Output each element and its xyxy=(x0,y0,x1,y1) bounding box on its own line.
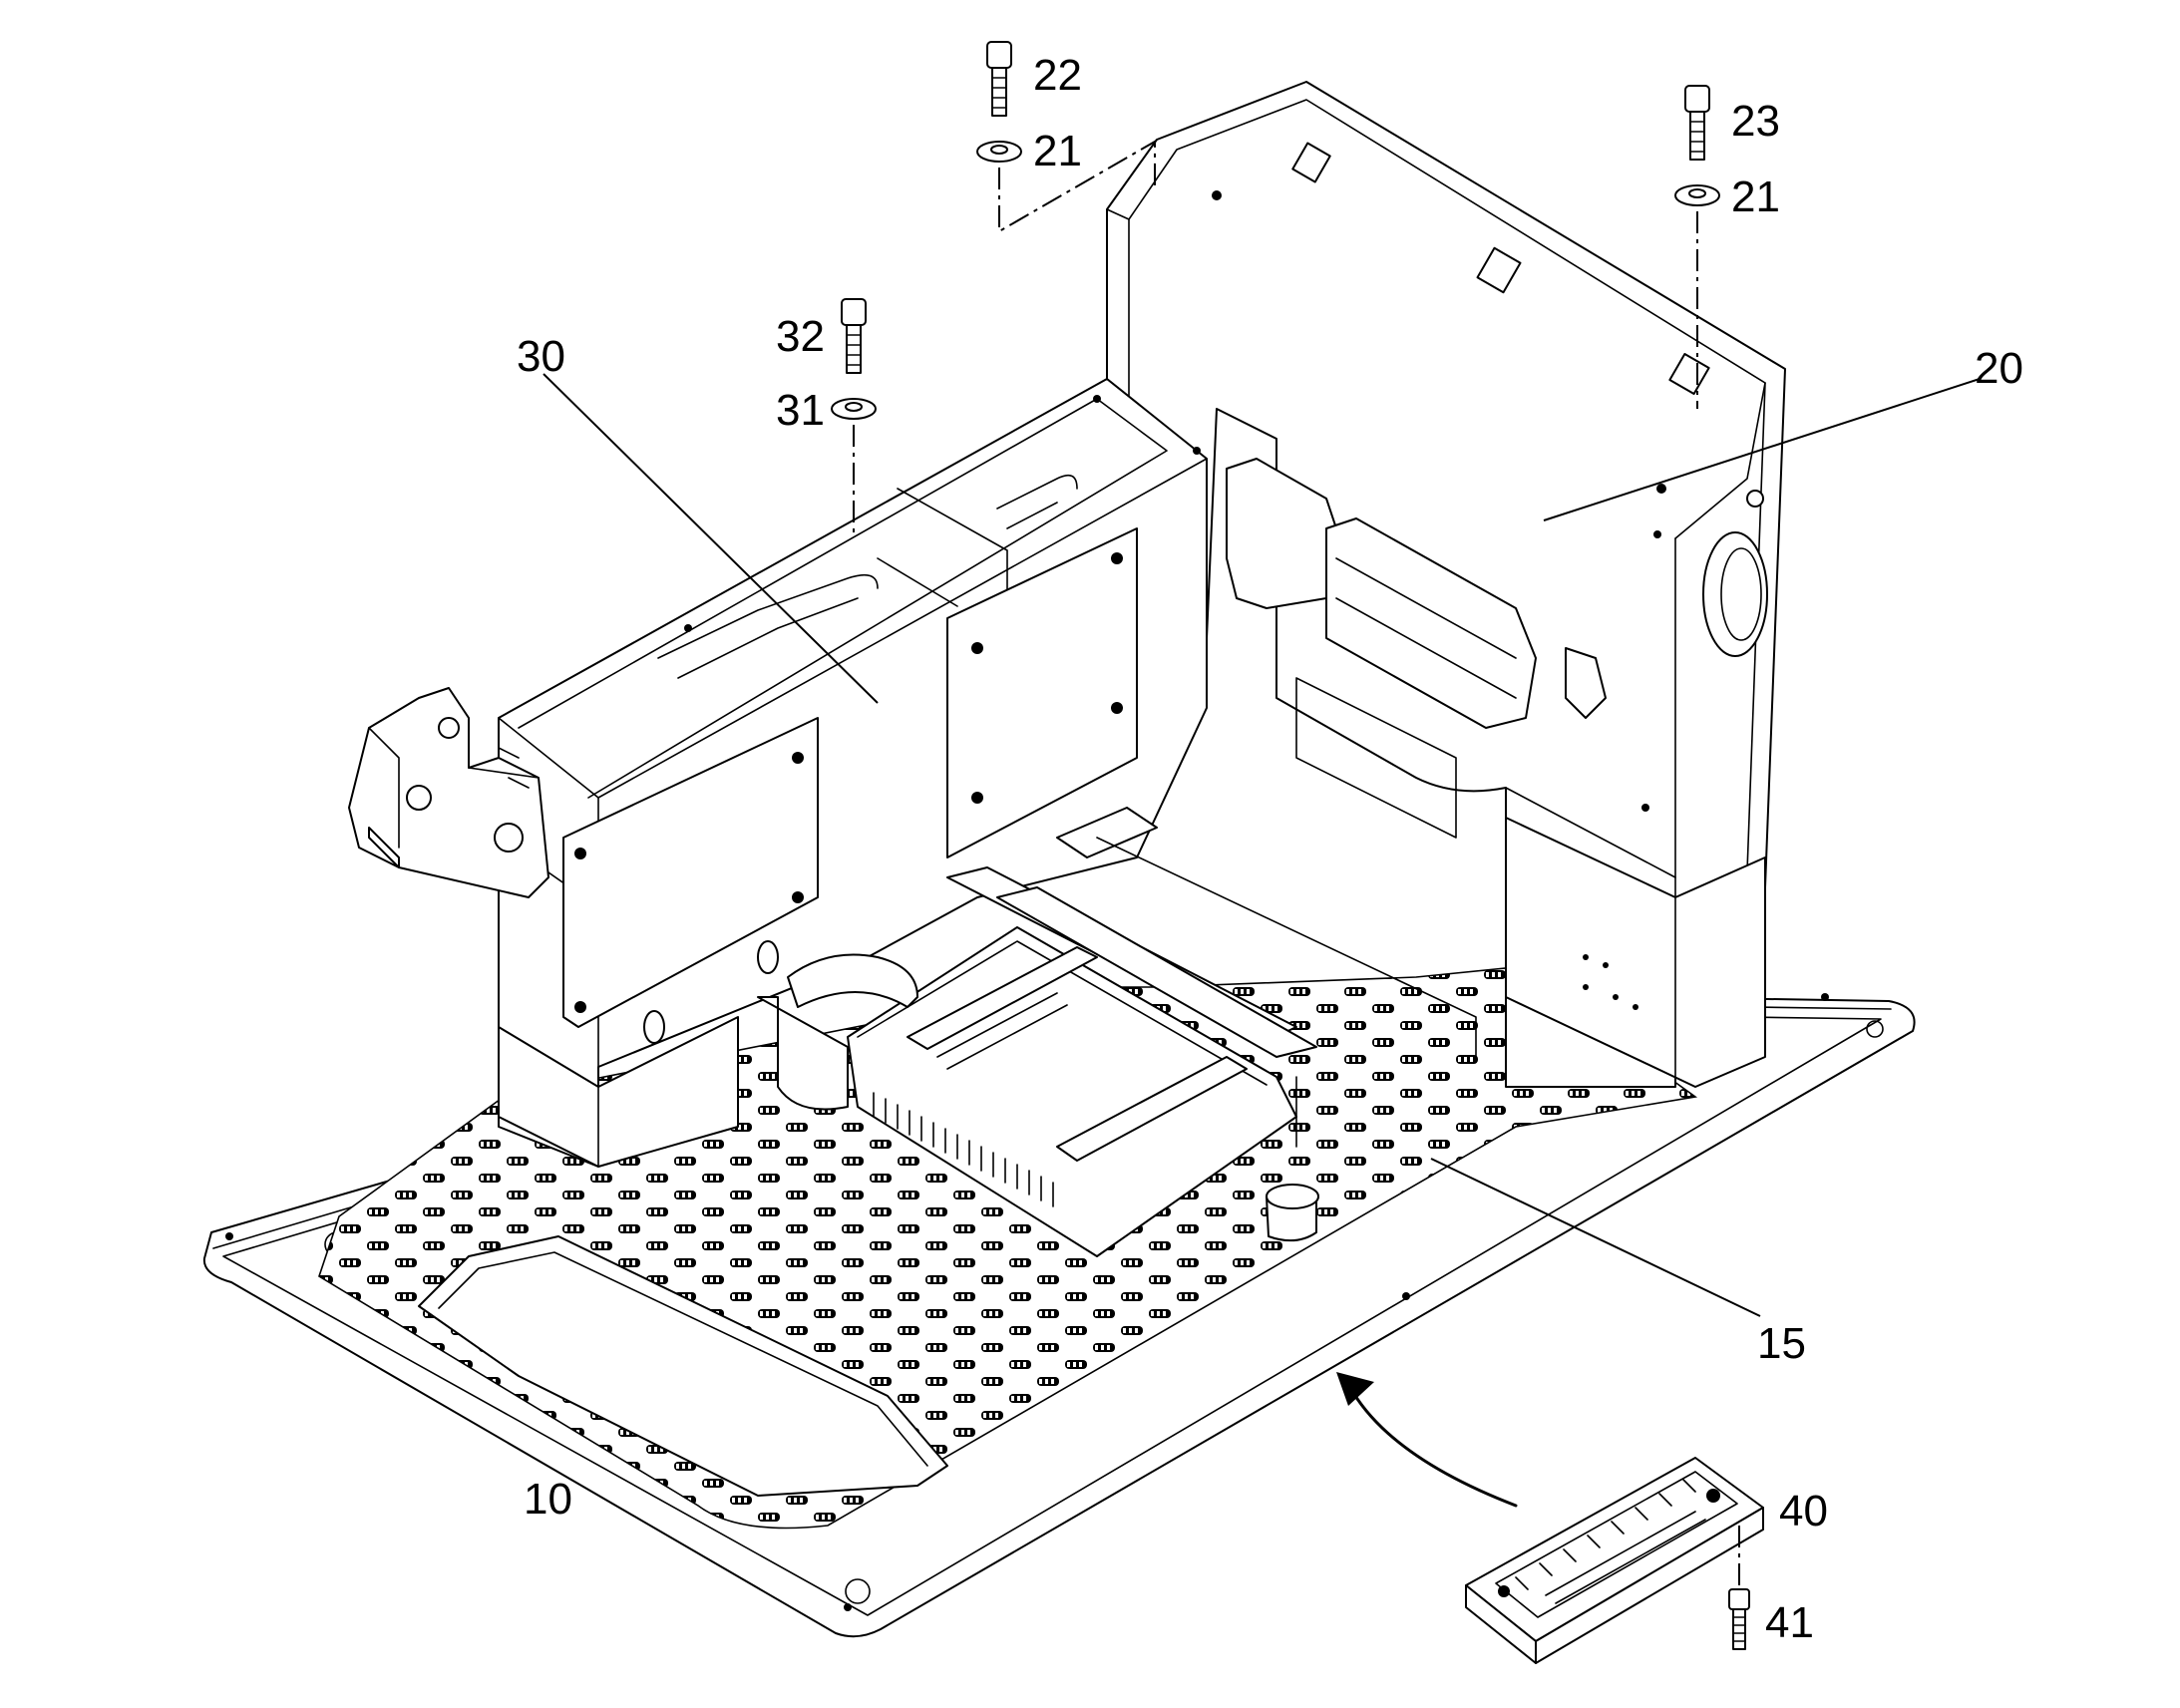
pivot-bracket xyxy=(348,687,549,898)
right-pillar xyxy=(1505,817,1766,1088)
callout-10: 10 xyxy=(524,1475,572,1524)
seat-rails xyxy=(946,807,1477,1058)
callout-22: 22 xyxy=(1033,51,1082,100)
callout-41: 41 xyxy=(1765,1598,1814,1647)
washer-21-right xyxy=(1674,184,1720,206)
leader-20 xyxy=(1543,378,1981,521)
vent-slots xyxy=(873,1092,1054,1207)
callout-23: 23 xyxy=(1731,97,1780,146)
hinge xyxy=(1291,142,1710,395)
leader-lines xyxy=(543,373,1981,1317)
callout-labels: 22 21 23 21 32 31 30 20 15 10 40 41 xyxy=(517,51,2023,1647)
callout-20: 20 xyxy=(1975,344,2023,393)
washer-31 xyxy=(831,398,877,420)
center-column xyxy=(757,953,1319,1242)
callout-21-left: 21 xyxy=(1033,127,1082,175)
screw-22 xyxy=(986,41,1012,117)
left-pillar xyxy=(498,1016,739,1168)
washer-21-left xyxy=(976,141,1022,163)
callout-31: 31 xyxy=(776,386,825,435)
screw-23 xyxy=(1684,85,1710,161)
leader-15 xyxy=(1430,1158,1761,1317)
screw-32 xyxy=(841,298,867,374)
screw-41 xyxy=(1728,1526,1750,1650)
assembly-arrow xyxy=(1336,1372,1518,1508)
rear-frame-20 xyxy=(1106,81,1786,1088)
leader-30 xyxy=(543,373,879,704)
step-bracket-40 xyxy=(1465,1457,1764,1664)
side-console-30 xyxy=(498,378,1208,1168)
callout-30: 30 xyxy=(517,332,565,381)
assembly-axis-22 xyxy=(998,140,1156,233)
step-ribs xyxy=(1515,1479,1696,1590)
vent-plate xyxy=(847,926,1297,1257)
callout-32: 32 xyxy=(776,312,825,361)
callout-40: 40 xyxy=(1779,1487,1828,1536)
callout-21-right: 21 xyxy=(1731,172,1780,221)
callout-15: 15 xyxy=(1757,1319,1806,1368)
